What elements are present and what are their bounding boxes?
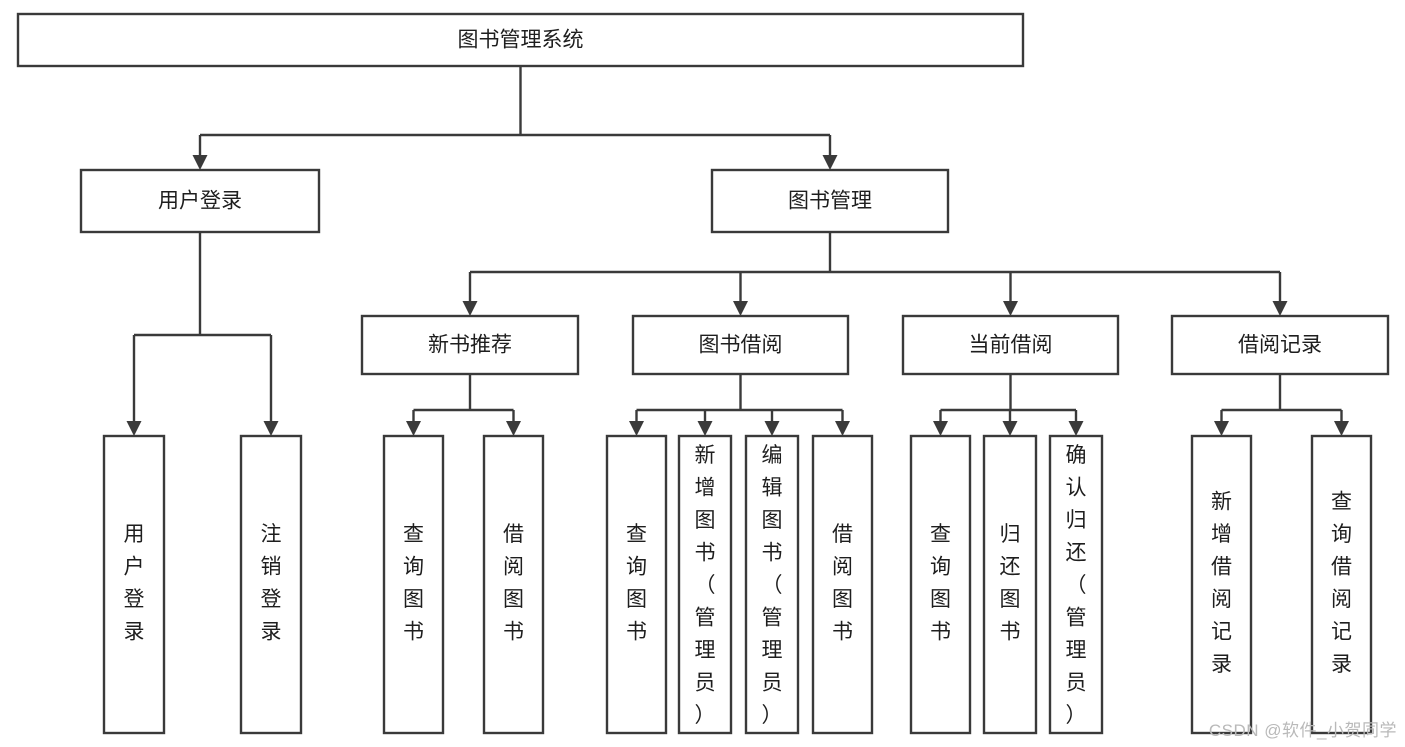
node-label-leaf-borrow-book-2: 借阅图书 [832,523,853,644]
arrow-head-leaf-borrow-book-2 [835,421,850,436]
node-box-leaf-return-book[interactable] [982,434,1038,735]
node-leaf-query-book-1[interactable]: 查询图书 [382,434,445,735]
node-layer: 图书管理系统用户登录图书管理新书推荐图书借阅当前借阅借阅记录用户登录注销登录查询… [16,12,1390,735]
node-records[interactable]: 借阅记录 [1170,314,1390,376]
node-leaf-add-book[interactable]: 新增图书（管理员） [677,434,733,735]
node-box-leaf-query-book-1[interactable] [382,434,445,735]
node-box-bookmgmt[interactable] [710,168,950,234]
node-box-current[interactable] [901,314,1120,376]
node-label-leaf-query-book-3: 查询图书 [930,523,951,644]
node-leaf-user-logout[interactable]: 注销登录 [239,434,303,735]
node-root[interactable]: 图书管理系统 [16,12,1025,68]
arrow-head-leaf-user-logout [263,421,279,436]
node-box-leaf-query-record[interactable] [1310,434,1373,735]
node-box-leaf-query-book-2[interactable] [605,434,668,735]
node-leaf-borrow-book-2[interactable]: 借阅图书 [811,434,874,735]
node-label-newbook: 新书推荐 [428,334,512,357]
node-label-leaf-return-book: 归还图书 [1000,523,1021,644]
arrow-head-leaf-add-record [1214,421,1229,436]
node-label-leaf-confirm-return: 确认归还（管理员） [1066,444,1087,727]
node-box-leaf-user-login[interactable] [102,434,166,735]
arrow-head-leaf-borrow-book-1 [506,421,521,436]
node-box-leaf-query-book-3[interactable] [909,434,972,735]
node-bookmgmt[interactable]: 图书管理 [710,168,950,234]
node-box-root[interactable] [16,12,1025,68]
node-newbook[interactable]: 新书推荐 [360,314,580,376]
node-leaf-confirm-return[interactable]: 确认归还（管理员） [1048,434,1104,735]
node-leaf-add-record[interactable]: 新增借阅记录 [1190,434,1253,735]
node-leaf-query-book-3[interactable]: 查询图书 [909,434,972,735]
arrow-head-leaf-add-book [697,421,713,436]
arrow-head-leaf-confirm-return [1068,421,1084,436]
node-label-leaf-query-book-1: 查询图书 [403,523,424,644]
node-leaf-edit-book[interactable]: 编辑图书（管理员） [744,434,800,735]
node-box-leaf-add-record[interactable] [1190,434,1253,735]
arrow-head-leaf-edit-book [764,421,780,436]
node-label-leaf-user-logout: 注销登录 [261,523,282,644]
arrow-head-leaf-query-book-2 [629,421,644,436]
arrow-head-leaf-query-book-1 [406,421,421,436]
arrow-head-login [192,155,208,170]
node-box-login[interactable] [79,168,321,234]
node-label-leaf-edit-book: 编辑图书（管理员） [762,444,783,727]
node-leaf-borrow-book-1[interactable]: 借阅图书 [482,434,545,735]
node-label-leaf-user-login: 用户登录 [124,523,145,644]
node-label-records: 借阅记录 [1238,334,1322,357]
node-label-leaf-add-record: 新增借阅记录 [1211,490,1232,676]
arrow-head-leaf-return-book [1002,421,1018,436]
connector-layer [126,66,1349,436]
node-box-newbook[interactable] [360,314,580,376]
node-label-leaf-add-book: 新增图书（管理员） [695,444,716,727]
node-box-borrow[interactable] [631,314,850,376]
node-box-leaf-borrow-book-2[interactable] [811,434,874,735]
node-box-leaf-add-book[interactable] [677,434,733,735]
node-leaf-return-book[interactable]: 归还图书 [982,434,1038,735]
arrow-head-current [1003,301,1018,316]
node-leaf-user-login[interactable]: 用户登录 [102,434,166,735]
arrow-head-leaf-user-login [126,421,142,436]
node-label-current: 当前借阅 [969,334,1053,357]
node-box-leaf-confirm-return[interactable] [1048,434,1104,735]
node-borrow[interactable]: 图书借阅 [631,314,850,376]
node-leaf-query-book-2[interactable]: 查询图书 [605,434,668,735]
node-label-leaf-query-record: 查询借阅记录 [1331,490,1352,676]
node-label-login: 用户登录 [158,190,242,213]
arrow-head-leaf-query-book-3 [933,421,948,436]
node-label-leaf-query-book-2: 查询图书 [626,523,647,644]
node-label-root: 图书管理系统 [458,29,584,52]
node-leaf-query-record[interactable]: 查询借阅记录 [1310,434,1373,735]
arrow-head-bookmgmt [822,155,838,170]
node-label-leaf-borrow-book-1: 借阅图书 [503,523,524,644]
node-current[interactable]: 当前借阅 [901,314,1120,376]
node-label-borrow: 图书借阅 [699,334,783,357]
node-box-records[interactable] [1170,314,1390,376]
node-box-leaf-edit-book[interactable] [744,434,800,735]
node-box-leaf-user-logout[interactable] [239,434,303,735]
arrow-head-newbook [462,301,478,316]
node-login[interactable]: 用户登录 [79,168,321,234]
arrow-head-borrow [733,301,748,316]
arrow-head-records [1272,301,1288,316]
node-box-leaf-borrow-book-1[interactable] [482,434,545,735]
csdn-watermark: CSDN @软件_小贺同学 [1208,721,1397,740]
node-label-bookmgmt: 图书管理 [788,190,872,213]
arrow-head-leaf-query-record [1334,421,1349,436]
